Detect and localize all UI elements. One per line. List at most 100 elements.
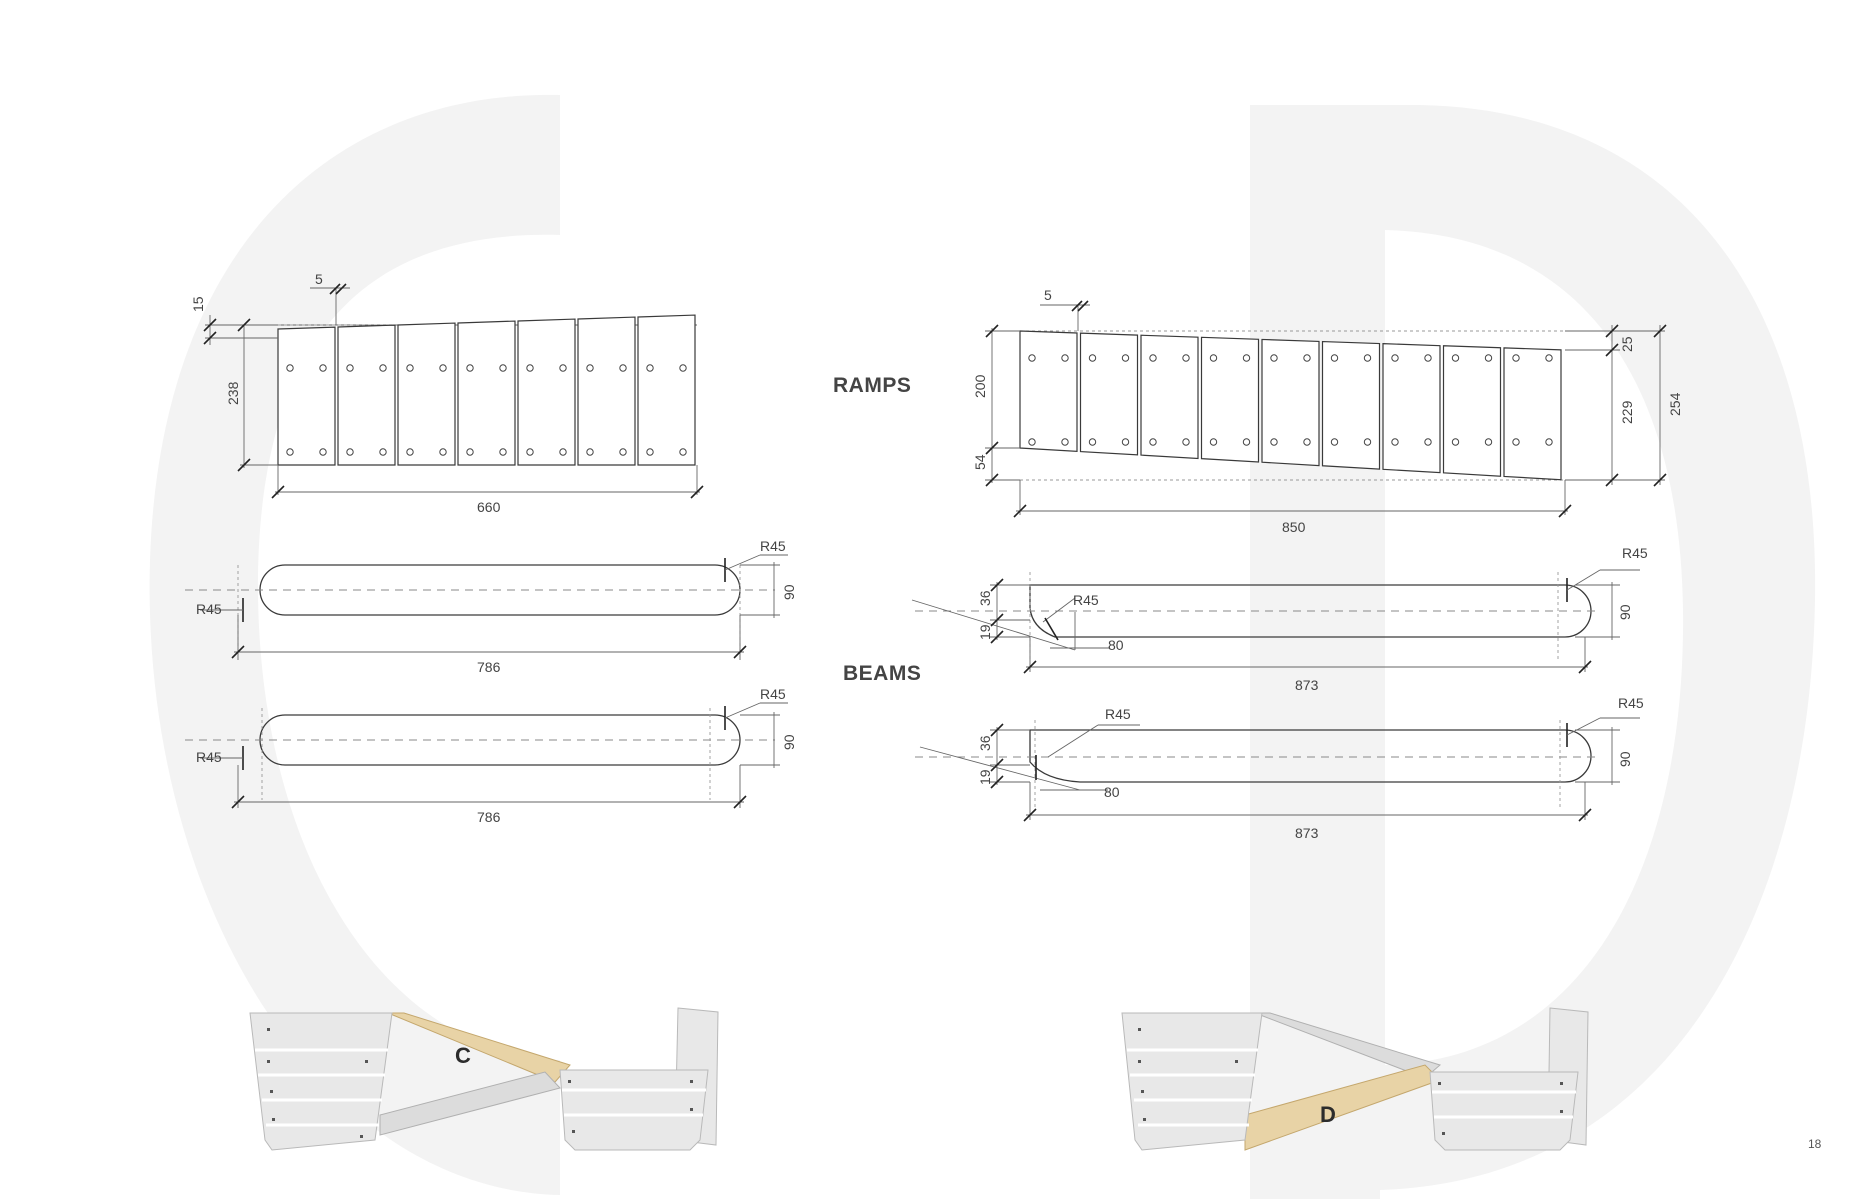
beam-right-bottom-length-dim: 873 xyxy=(1295,825,1319,841)
background-letter-c xyxy=(149,94,561,1195)
beam-right-bottom-chamfer-dim: 80 xyxy=(1104,784,1120,800)
ramp-left-gap-dim: 5 xyxy=(315,271,323,287)
beam-left-bottom-radius-left: R45 xyxy=(196,749,222,765)
ramp-right-screw-hole xyxy=(1061,438,1069,446)
ramp-right-screw-hole xyxy=(1270,354,1278,362)
ramp-right-screw-hole xyxy=(1182,354,1190,362)
ramp-right-screw-hole xyxy=(1028,354,1036,362)
ramp-left-screw-hole xyxy=(466,448,474,456)
ramp-right-width-dim: 850 xyxy=(1282,519,1306,535)
beam-right-top-bottom-offset-dim: 19 xyxy=(977,624,993,640)
beam-left-top-drawing: R45 R45 90 786 xyxy=(185,538,797,675)
beam-right-top-height-dim: 90 xyxy=(1617,604,1633,620)
ramp-right-screw-hole xyxy=(1149,354,1157,362)
ramp-left-taper-dim: 15 xyxy=(190,296,206,312)
beam-left-bottom-length-dim: 786 xyxy=(477,809,501,825)
ramp-right-screw-hole xyxy=(1391,438,1399,446)
ramp-right-gap-dim: 5 xyxy=(1044,287,1052,303)
ramp-right-screw-hole xyxy=(1242,438,1251,446)
ramp-left-screw-hole xyxy=(439,448,447,456)
ramp-right-screw-hole xyxy=(1363,354,1372,362)
ramp-left-drawing: 5 15 238 660 xyxy=(190,271,704,515)
ramp-right-height-dim: 229 xyxy=(1619,400,1635,424)
ramp-right-screw-hole xyxy=(1451,354,1460,362)
ramp-left-screw-hole xyxy=(319,364,327,372)
ramp-left-screw-hole xyxy=(346,448,354,456)
ramp-left-screw-hole xyxy=(466,364,474,372)
beam-right-top-length-dim: 873 xyxy=(1295,677,1319,693)
ramp-right-panel xyxy=(1442,345,1502,477)
ramp-right-total-height-dim: 254 xyxy=(1667,392,1683,416)
ramp-left-screw-hole xyxy=(406,364,414,372)
ramp-right-screw-hole xyxy=(1028,438,1036,446)
beam-right-top-drawing: R45 80 R45 90 36 19 873 xyxy=(911,545,1648,693)
ramp-right-screw-hole xyxy=(1512,438,1520,446)
ramp-left-panel xyxy=(637,314,696,466)
ramp-right-screw-hole xyxy=(1545,354,1553,362)
beam-right-top-chamfer-dim: 80 xyxy=(1108,637,1124,653)
beam-right-top-offset-dim: 36 xyxy=(977,590,993,606)
beam-right-bottom-bottom-offset-dim: 19 xyxy=(977,769,993,785)
ramp-left-panel xyxy=(337,324,396,466)
ramp-right-screw-hole xyxy=(1121,438,1130,446)
ramp-right-screw-hole xyxy=(1061,354,1069,362)
ramp-left-panel xyxy=(577,316,636,466)
ramp-left-screw-hole xyxy=(559,364,567,372)
background-letter-d xyxy=(1250,105,1816,1199)
ramps-label: RAMPS xyxy=(833,374,911,397)
ramp-right-screw-hole xyxy=(1303,354,1311,362)
beam-left-bottom-drawing: R45 R45 90 786 xyxy=(185,686,797,825)
beam-left-top-length-dim: 786 xyxy=(477,659,501,675)
ramp-right-screw-hole xyxy=(1209,354,1218,362)
ramp-left-screw-hole xyxy=(619,448,627,456)
ramp-left-screw-hole xyxy=(679,364,687,372)
ramp-left-screw-hole xyxy=(379,448,387,456)
ramp-right-screw-hole xyxy=(1424,438,1432,446)
beam-left-bottom-radius-right: R45 xyxy=(760,686,786,702)
ramp-right-screw-hole xyxy=(1363,438,1372,446)
ramp-right-screw-hole xyxy=(1484,354,1493,362)
ramp-left-screw-hole xyxy=(499,448,507,456)
ramp-right-bottom-offset-dim: 54 xyxy=(972,454,988,470)
ramp-left-panel xyxy=(457,320,516,466)
beam-right-top-radius-inner: R45 xyxy=(1073,592,1099,608)
background-letters xyxy=(149,94,1816,1199)
render-part-c-letter: C xyxy=(455,1043,471,1068)
ramp-right-screw-hole xyxy=(1182,438,1190,446)
beam-left-bottom-height-dim: 90 xyxy=(781,734,797,750)
beam-left-top-height-dim: 90 xyxy=(781,584,797,600)
ramp-left-screw-hole xyxy=(406,448,414,456)
ramp-right-panel xyxy=(1200,336,1260,463)
ramp-left-screw-hole xyxy=(499,364,507,372)
beam-left-top-radius-left: R45 xyxy=(196,601,222,617)
ramp-left-height-dim: 238 xyxy=(225,381,241,405)
ramp-right-panel xyxy=(1382,343,1441,474)
ramp-right-screw-hole xyxy=(1121,354,1130,362)
ramp-left-screw-hole xyxy=(526,448,534,456)
ramp-right-screw-hole xyxy=(1242,354,1251,362)
ramp-left-screw-hole xyxy=(439,364,447,372)
ramp-left-screw-hole xyxy=(586,364,594,372)
ramp-left-screw-hole xyxy=(319,448,327,456)
ramp-right-offset-dim: 25 xyxy=(1619,336,1635,352)
ramp-left-panel xyxy=(397,322,456,466)
ramp-right-screw-hole xyxy=(1512,354,1520,362)
ramp-left-screw-hole xyxy=(379,364,387,372)
ramp-left-screw-hole xyxy=(286,448,294,456)
ramp-left-screw-hole xyxy=(646,364,654,372)
ramp-right-screw-hole xyxy=(1330,438,1339,446)
ramp-right-drawing: 5 200 54 25 229 254 850 xyxy=(972,287,1683,535)
ramp-right-screw-hole xyxy=(1149,438,1157,446)
ramp-right-screw-hole xyxy=(1330,354,1339,362)
ramp-left-screw-hole xyxy=(346,364,354,372)
ramp-left-screw-hole xyxy=(646,448,654,456)
ramp-right-screw-hole xyxy=(1270,438,1278,446)
ramp-right-screw-hole xyxy=(1545,438,1553,446)
render-part-d: D xyxy=(1121,1007,1589,1151)
ramp-left-screw-hole xyxy=(526,364,534,372)
ramp-right-screw-hole xyxy=(1451,438,1460,446)
page-number: 18 xyxy=(1808,1137,1822,1151)
ramp-right-screw-hole xyxy=(1391,354,1399,362)
ramp-left-screw-hole xyxy=(286,364,294,372)
